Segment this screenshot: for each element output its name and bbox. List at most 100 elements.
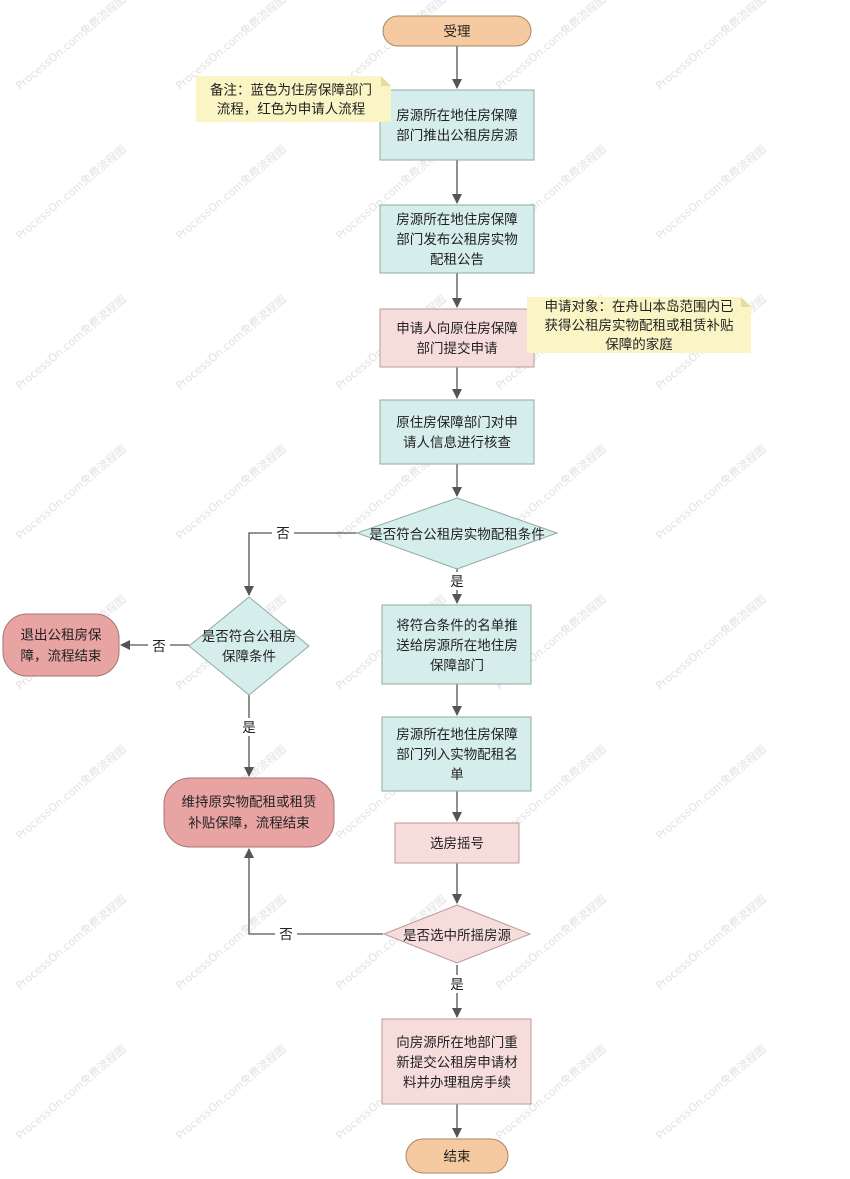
watermark-text: ProcessOn.com免费流程图: [653, 0, 769, 92]
label-line: 是否符合公租房实物配租条件: [369, 526, 545, 543]
shapes: [2, 15, 751, 1174]
edge-label-d3-yes: 是: [450, 977, 464, 993]
watermark-text: ProcessOn.com免费流程图: [173, 142, 289, 242]
label-line: 获得公租房实物配租或租赁补贴: [545, 317, 734, 334]
start-label: 受理: [444, 24, 471, 40]
label-line: 将符合条件的名单推: [396, 617, 518, 634]
edge-labels: 否 是 否 是 否 是: [148, 524, 468, 993]
watermark-text: ProcessOn.com免费流程图: [653, 742, 769, 842]
edge-label-d3-no: 否: [279, 927, 293, 943]
watermark-text: ProcessOn.com免费流程图: [653, 442, 769, 542]
label-line: 配租公告: [430, 252, 484, 268]
decision-d2: [188, 596, 310, 696]
watermark-text: ProcessOn.com免费流程图: [653, 592, 769, 692]
n2-label: 房源所在地住房保障部门发布公租房实物配租公告: [396, 212, 518, 268]
watermark-text: ProcessOn.com免费流程图: [653, 892, 769, 992]
label-line: 流程，红色为申请人流程: [217, 101, 366, 118]
decision-d3: [382, 904, 532, 964]
start-terminal: [382, 15, 532, 47]
label-line: 受理: [444, 24, 471, 40]
watermark-text: ProcessOn.com免费流程图: [13, 1042, 129, 1142]
n5-label: 将符合条件的名单推送给房源所在地住房保障部门: [396, 617, 518, 674]
n4-label: 原住房保障部门对申请人信息进行核查: [396, 415, 518, 451]
label-line: 请人信息进行核查: [403, 434, 511, 451]
label-line: 申请对象：在舟山本岛范围内已: [545, 299, 734, 315]
process-n2: [379, 204, 535, 274]
decision-d1: [355, 497, 559, 570]
process-n4: [379, 399, 535, 465]
edge-label-d2-no: 否: [152, 639, 166, 655]
n7-label: 选房摇号: [430, 836, 484, 852]
watermark-text: ProcessOn.com免费流程图: [653, 142, 769, 242]
label-line: 房源所在地住房保障: [396, 108, 518, 124]
label-line: 料并办理租房手续: [403, 1075, 511, 1091]
label-line: 选房摇号: [430, 836, 484, 852]
label-line: 房源所在地住房保障: [396, 727, 518, 743]
label-line: 保障的家庭: [605, 336, 673, 353]
watermark-text: ProcessOn.com免费流程图: [13, 892, 129, 992]
end-terminal: [405, 1138, 509, 1174]
label-line: 部门发布公租房实物: [396, 232, 518, 248]
note-legend-text: 备注：蓝色为住房保障部门流程，红色为申请人流程: [210, 82, 372, 118]
end-label: 结束: [444, 1149, 471, 1165]
label-line: 原住房保障部门对申: [396, 415, 518, 431]
label-line: 障，流程结束: [21, 649, 102, 665]
label-line: 新提交公租房申请材: [396, 1054, 518, 1071]
edge-d1-d2: [244, 532, 357, 596]
edge-label-d2-yes: 是: [242, 720, 256, 736]
edge-label-d1-yes: 是: [450, 574, 464, 590]
label-line: 是否选中所摇房源: [403, 928, 511, 944]
label-line: 部门推出公租房房源: [396, 128, 518, 144]
watermark-text: ProcessOn.com免费流程图: [13, 142, 129, 242]
exit-label: 退出公租房保障，流程结束: [21, 628, 102, 665]
note-legend: [196, 76, 391, 122]
process-n3: [379, 308, 535, 368]
process-n6: [381, 716, 532, 792]
watermark-text: ProcessOn.com免费流程图: [13, 442, 129, 542]
n1-label: 房源所在地住房保障部门推出公租房房源: [396, 108, 518, 144]
watermark-text: ProcessOn.com免费流程图: [653, 1042, 769, 1142]
label-line: 退出公租房保: [21, 628, 102, 644]
edge-label-d1-no: 否: [276, 526, 290, 542]
label-line: 部门列入实物配租名: [396, 747, 518, 763]
d3-label: 是否选中所摇房源: [403, 928, 511, 944]
label-line: 备注：蓝色为住房保障部门: [210, 82, 372, 99]
watermark-text: ProcessOn.com免费流程图: [13, 0, 129, 92]
process-n8: [381, 1018, 532, 1105]
watermark-text: ProcessOn.com免费流程图: [173, 442, 289, 542]
n8-label: 向房源所在地部门重新提交公租房申请材料并办理租房手续: [396, 1035, 518, 1091]
watermark-text: ProcessOn.com免费流程图: [13, 292, 129, 392]
note-applicant: [527, 297, 751, 353]
watermark-text: ProcessOn.com免费流程图: [13, 742, 129, 842]
edge-d3-keep: [244, 848, 383, 935]
label-line: 保障部门: [430, 658, 484, 674]
process-n1: [379, 89, 535, 161]
d2-label: 是否符合公租房保障条件: [202, 629, 297, 665]
label-line: 是否符合公租房: [202, 629, 297, 645]
d1-label: 是否符合公租房实物配租条件: [369, 526, 545, 543]
watermark-layer: ProcessOn.com免费流程图 ProcessOn.com免费流程图 Proc…: [13, 0, 769, 1142]
label-line: 补贴保障，流程结束: [188, 816, 310, 832]
process-n7: [394, 822, 520, 864]
keep-terminal: [163, 777, 335, 848]
label-line: 维持原实物配租或租赁: [182, 795, 317, 811]
process-n5: [381, 604, 532, 685]
label-line: 结束: [444, 1149, 471, 1165]
label-line: 保障条件: [222, 648, 276, 665]
watermark-text: ProcessOn.com免费流程图: [173, 1042, 289, 1142]
n6-label: 房源所在地住房保障部门列入实物配租名单: [396, 727, 518, 783]
watermark-text: ProcessOn.com免费流程图: [173, 892, 289, 992]
keep-label: 维持原实物配租或租赁补贴保障，流程结束: [182, 795, 317, 832]
exit-terminal: [2, 613, 120, 677]
label-line: 申请人向原住房保障: [396, 321, 518, 337]
label-line: 房源所在地住房保障: [396, 212, 518, 228]
watermark-text: ProcessOn.com免费流程图: [173, 292, 289, 392]
label-line: 向房源所在地部门重: [396, 1035, 518, 1051]
label-line: 送给房源所在地住房: [396, 638, 518, 654]
label-line: 单: [450, 767, 464, 783]
note-applicant-text: 申请对象：在舟山本岛范围内已获得公租房实物配租或租赁补贴保障的家庭: [545, 299, 734, 353]
node-texts: 受理 房源所在地住房保障部门推出公租房房源 房源所在地住房保障部门发布公租房实物…: [21, 24, 734, 1165]
label-line: 部门提交申请: [417, 340, 498, 357]
n3-label: 申请人向原住房保障部门提交申请: [396, 321, 518, 357]
